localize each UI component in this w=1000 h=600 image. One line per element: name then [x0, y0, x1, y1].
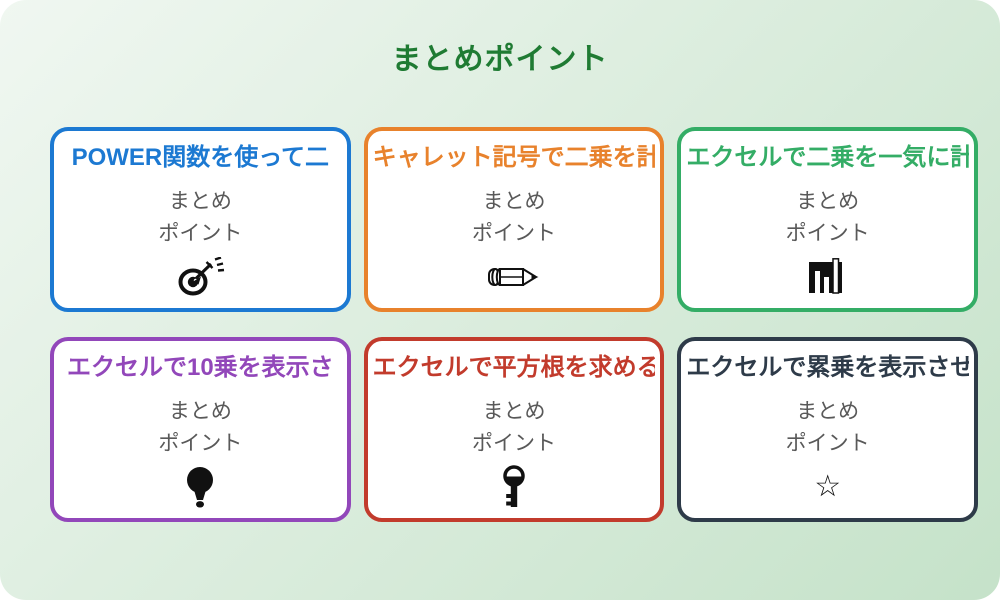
note-line-2: ポイント — [785, 221, 870, 245]
card-note: まとめ ポイント — [158, 186, 242, 249]
star-icon: ☆ — [814, 463, 841, 510]
card-square-root: エクセルで平方根を求める まとめ ポイント — [363, 337, 665, 522]
card-note: まとめ ポイント — [472, 396, 556, 459]
card-tenth-power: エクセルで10乗を表示さ まとめ ポイント — [50, 337, 351, 522]
card-caret-symbol: キャレット記号で二乗を計 まとめ ポイント — [363, 127, 665, 312]
note-line-1: まとめ — [796, 190, 860, 213]
note-line-1: まとめ — [168, 400, 232, 423]
card-exponent-display: エクセルで累乗を表示させ まとめ ポイント ☆ — [677, 337, 978, 522]
card-note: まとめ ポイント — [158, 396, 242, 459]
note-line-1: まとめ — [482, 400, 546, 423]
note-line-2: ポイント — [785, 431, 870, 455]
key-icon — [501, 463, 527, 510]
card-square-batch: エクセルで二乗を一気に計 まとめ ポイント — [677, 127, 978, 312]
page-title: まとめポイント — [391, 43, 609, 76]
card-note: まとめ ポイント — [472, 186, 556, 249]
card-power-function: POWER関数を使って二 まとめ ポイント — [50, 127, 351, 312]
note-line-1: まとめ — [482, 190, 546, 213]
card-grid: POWER関数を使って二 まとめ ポイント — [50, 127, 978, 522]
note-line-1: まとめ — [796, 400, 860, 423]
card-title: エクセルで二乗を一気に計 — [686, 144, 969, 171]
card-title: POWER関数を使って二 — [71, 144, 330, 171]
note-line-2: ポイント — [471, 431, 556, 455]
card-title: エクセルで平方根を求める — [372, 354, 656, 381]
note-line-2: ポイント — [471, 221, 556, 245]
star-glyph: ☆ — [814, 469, 842, 503]
card-title: キャレット記号で二乗を計 — [372, 144, 656, 171]
lightbulb-icon — [185, 463, 215, 510]
note-line-2: ポイント — [158, 221, 243, 245]
pencil-icon — [487, 253, 541, 300]
card-note: まとめ ポイント — [786, 396, 870, 459]
note-line-2: ポイント — [158, 431, 243, 455]
card-title: エクセルで10乗を表示さ — [66, 354, 334, 381]
card-title: エクセルで累乗を表示させ — [686, 354, 969, 381]
bar-chart-icon — [808, 253, 848, 300]
card-note: まとめ ポイント — [786, 186, 870, 249]
dart-target-icon — [175, 253, 225, 300]
note-line-1: まとめ — [168, 190, 232, 213]
